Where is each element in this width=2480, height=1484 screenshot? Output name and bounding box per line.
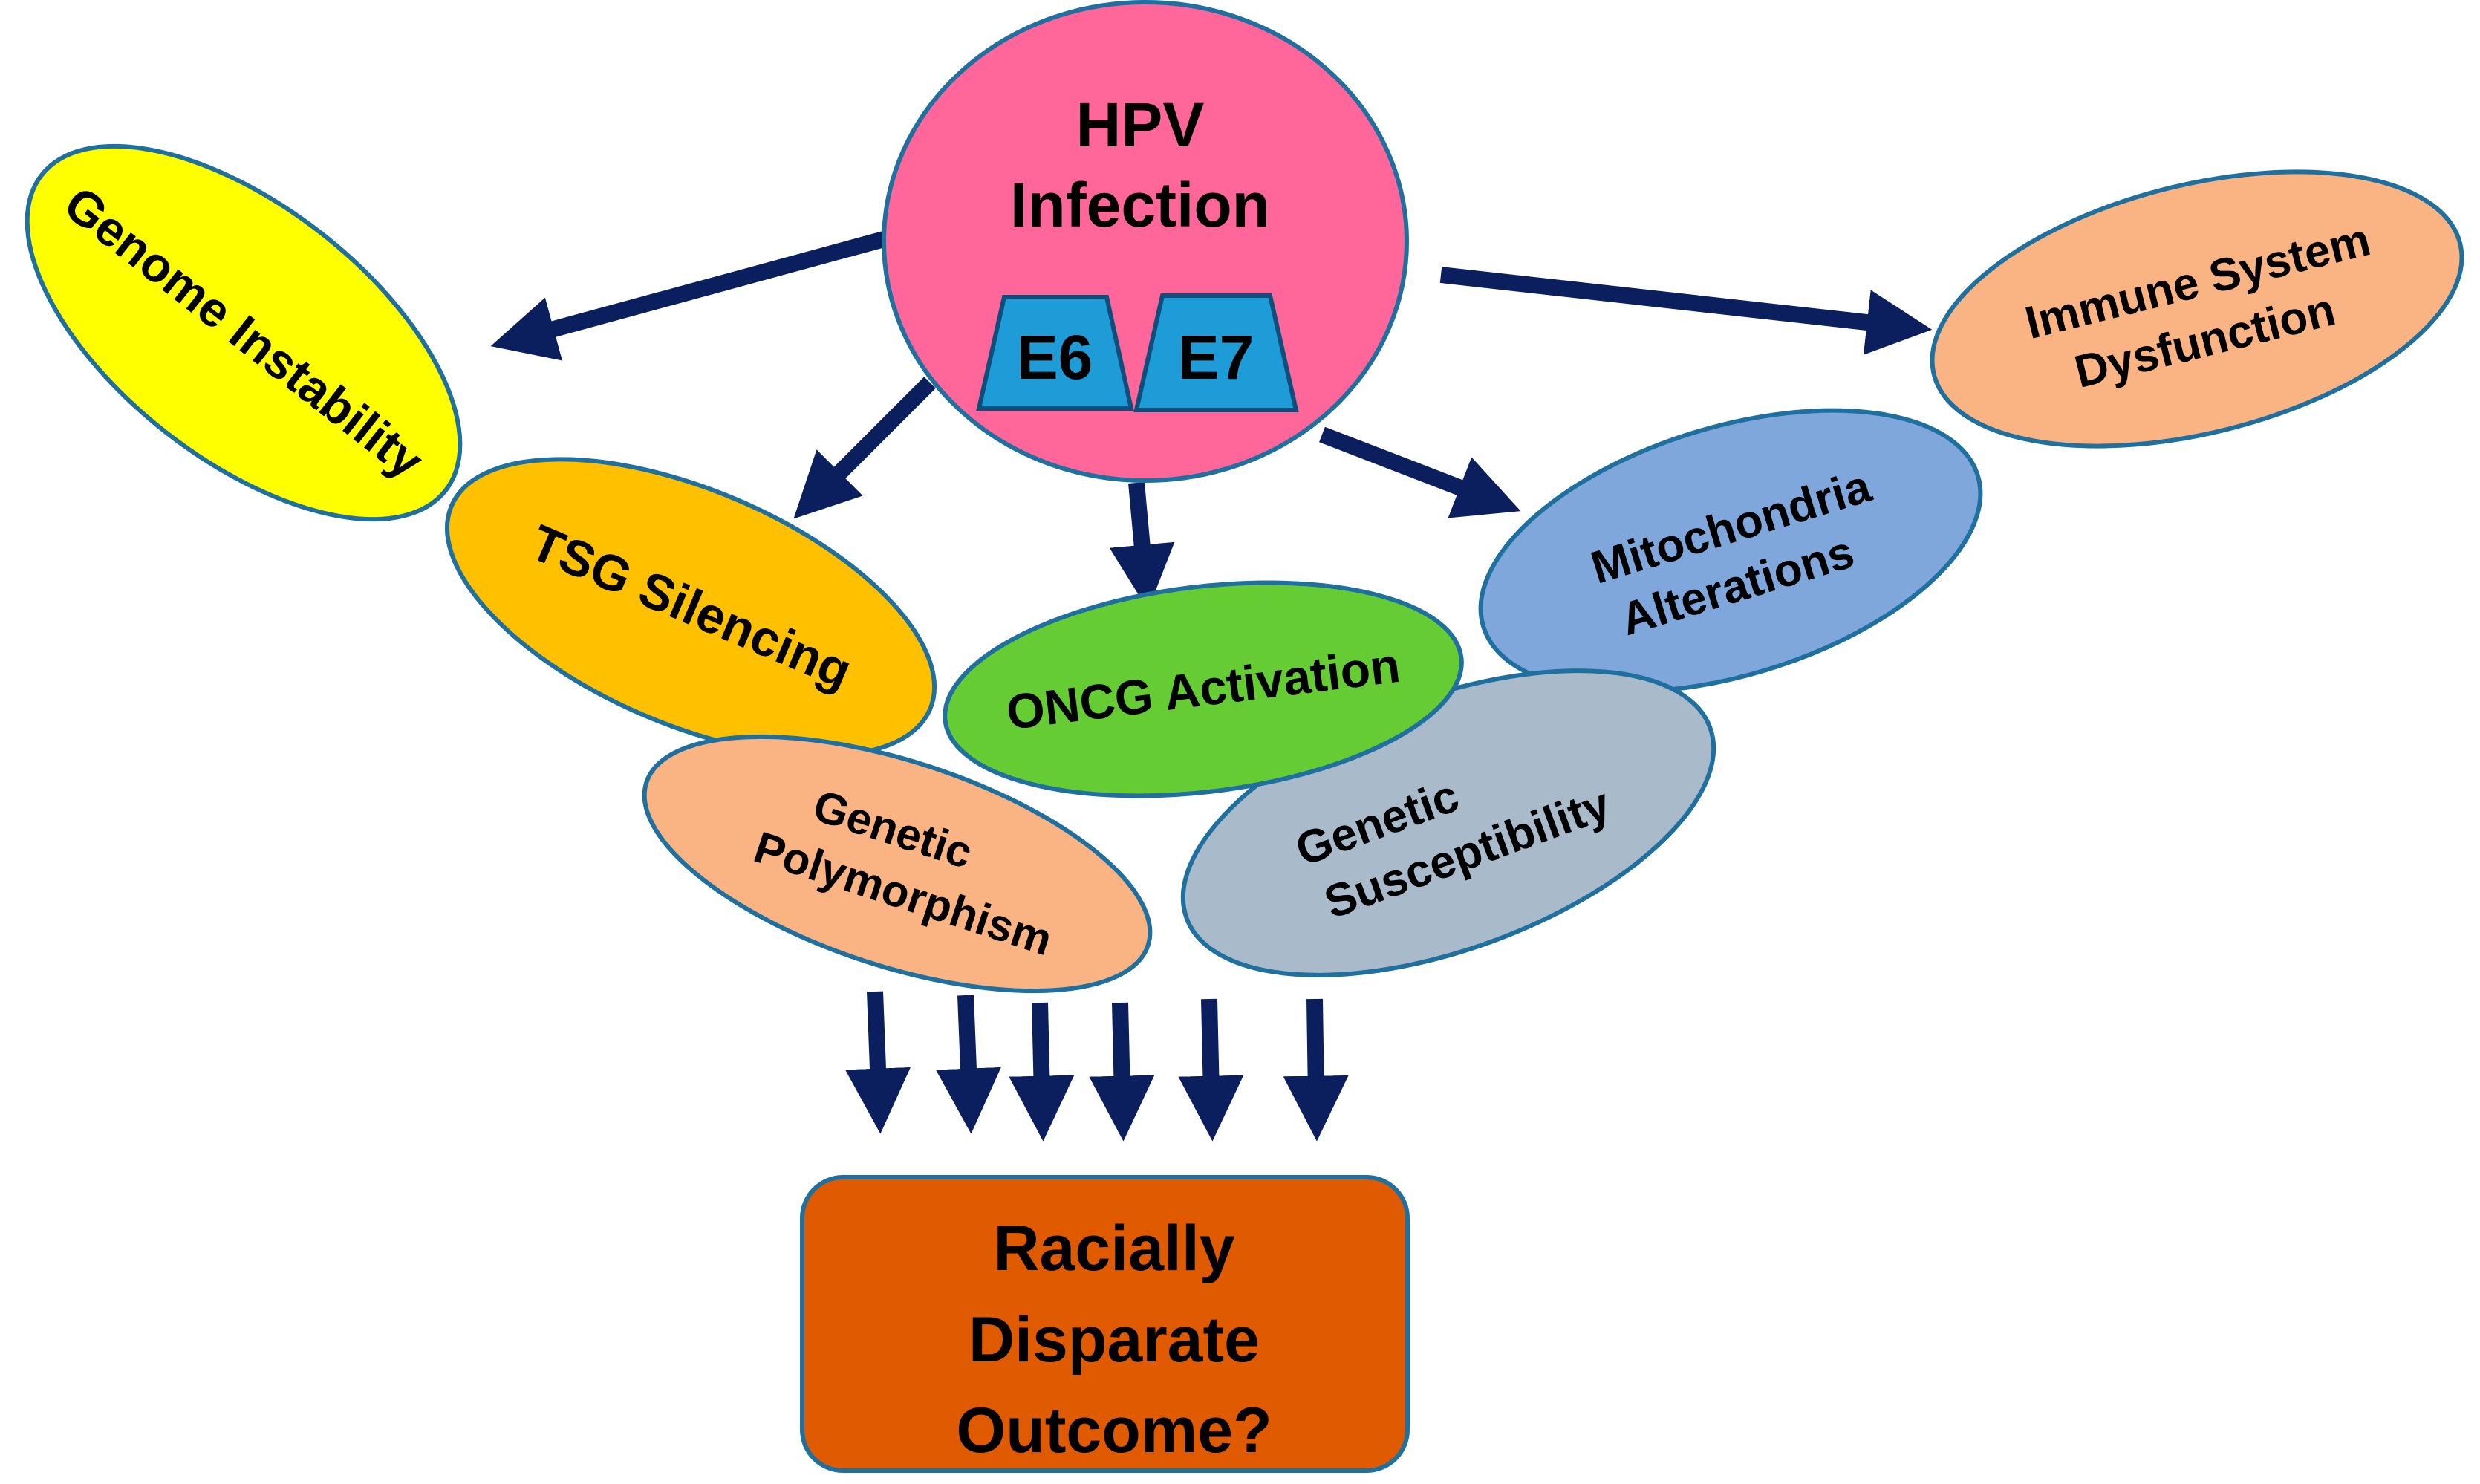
outcome-label-line2: Disparate (969, 1304, 1260, 1376)
tsg-silencing-node: TSG Silencing (444, 457, 937, 758)
e6-protein: E6 (976, 295, 1134, 411)
arrow-to-immune-system (1439, 267, 1933, 355)
arrow-to-tsg-silencing (793, 377, 936, 519)
hpv-label-line1: HPV (1076, 90, 1205, 160)
arrow-to-mitochondria (1319, 426, 1521, 518)
outcome-label-line3: Outcome? (956, 1395, 1272, 1466)
down-arrow (935, 995, 1001, 1134)
mitochondria-node: Mitochondria Alterations (1478, 408, 1983, 694)
e7-protein: E7 (1133, 293, 1299, 412)
arrow-to-oncg-activation (1109, 482, 1175, 611)
genome-instability-node: Genome Instability (25, 143, 463, 522)
down-arrow (1283, 998, 1349, 1142)
immune-system-node: Immune System Dysfunction (1930, 169, 2464, 449)
down-arrow (845, 991, 911, 1134)
oncg-activation-node: ONCG Activation (943, 580, 1464, 798)
arrow-to-genome-instability (490, 231, 886, 361)
down-arrow (1089, 1002, 1155, 1142)
hpv-arrows (490, 231, 1933, 611)
outcome-arrows (845, 991, 1349, 1142)
hpv-label-line2: Infection (1010, 170, 1270, 240)
e6-label: E6 (1017, 322, 1093, 392)
outcome-box: Racially Disparate Outcome? (800, 1175, 1410, 1473)
down-arrow (1178, 998, 1244, 1142)
outcome-label-line1: Racially (993, 1213, 1234, 1284)
down-arrow (1009, 1002, 1075, 1142)
e7-label: E7 (1178, 322, 1254, 392)
